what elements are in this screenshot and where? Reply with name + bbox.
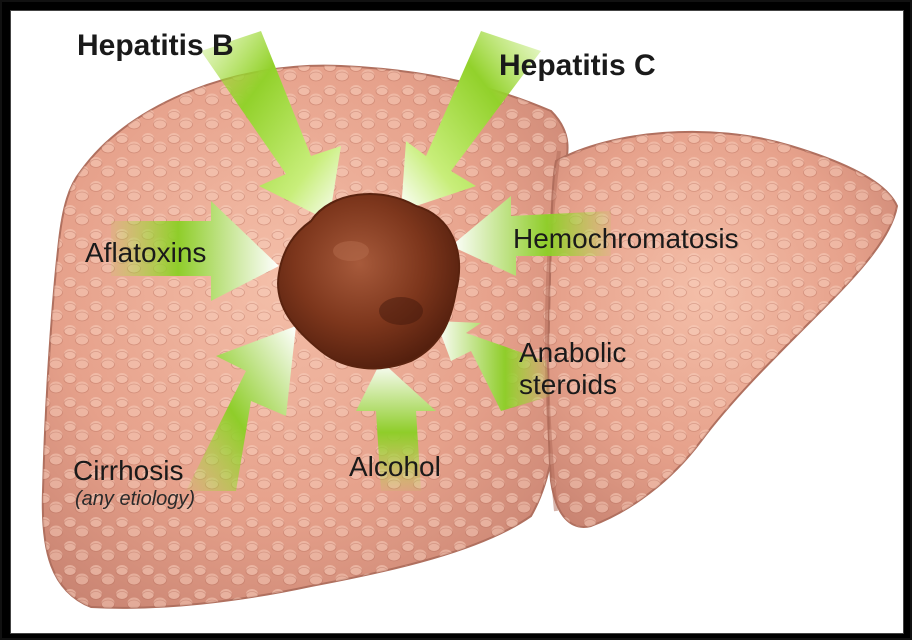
diagram-canvas: Hepatitis B Hepatitis C Aflatoxins Hemoc… (10, 10, 904, 634)
label-hepatitis-b: Hepatitis B (77, 31, 234, 61)
label-hemochromatosis: Hemochromatosis (513, 225, 739, 253)
label-hepatitis-c: Hepatitis C (499, 51, 656, 81)
label-aflatoxins: Aflatoxins (85, 239, 206, 267)
label-alcohol: Alcohol (349, 453, 441, 481)
label-anabolic: Anabolic (519, 339, 626, 367)
label-steroids: steroids (519, 371, 617, 399)
label-cirrhosis-etiology: (any etiology) (75, 489, 195, 509)
liver-illustration (11, 11, 903, 633)
label-cirrhosis: Cirrhosis (73, 457, 183, 485)
